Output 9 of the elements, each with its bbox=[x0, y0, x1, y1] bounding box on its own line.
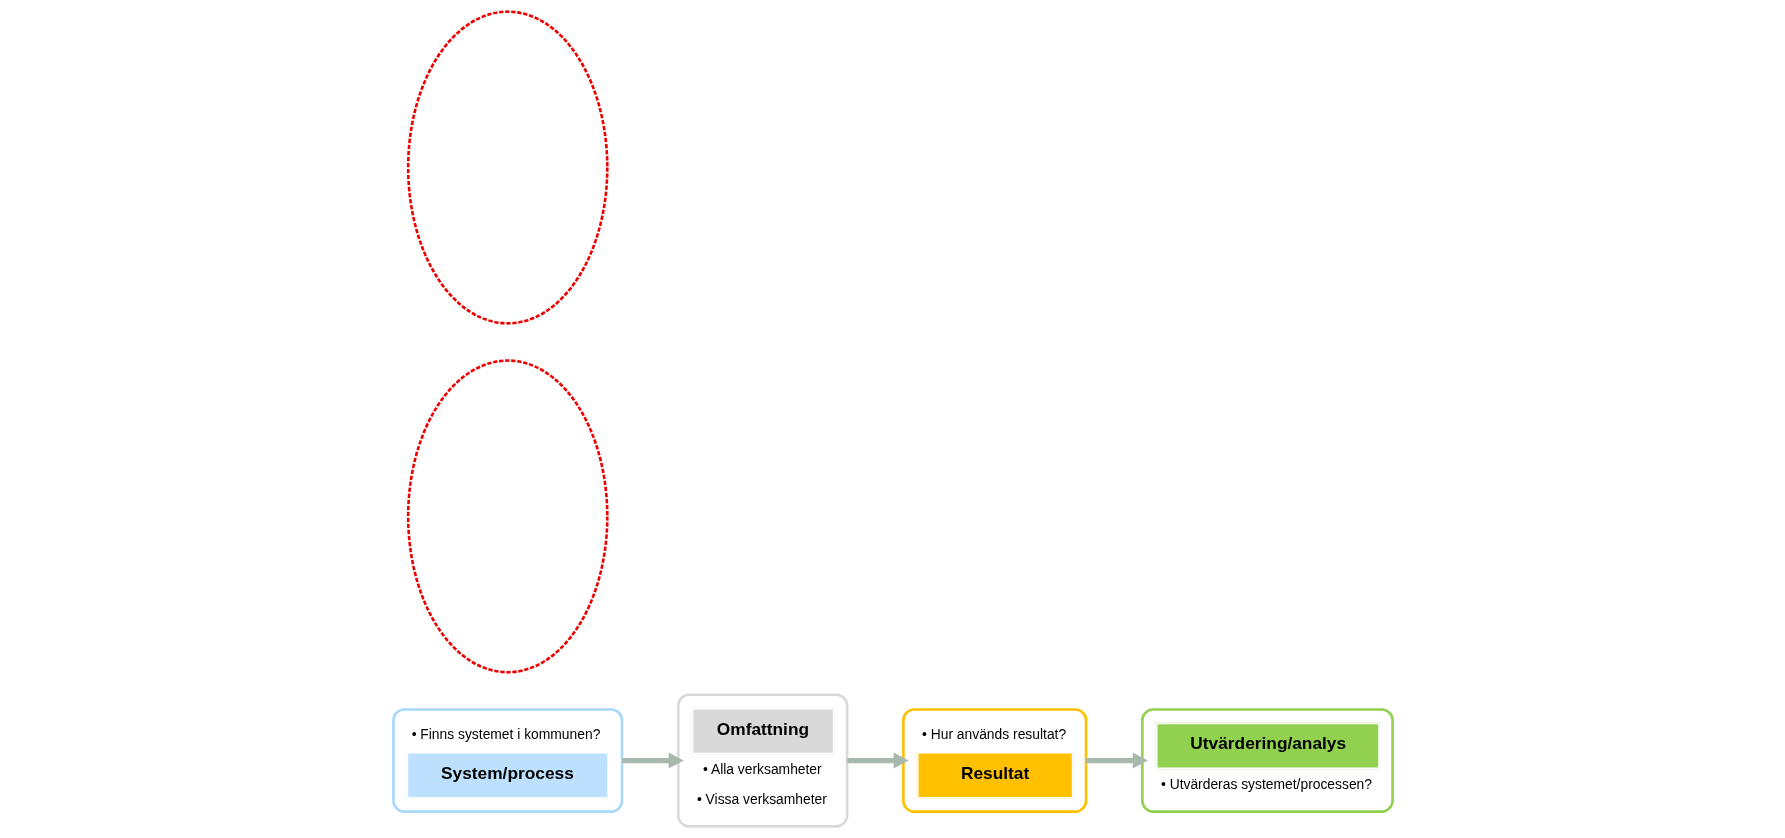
arrow bbox=[1085, 752, 1148, 769]
arrow bbox=[846, 752, 909, 769]
node-ellipse bbox=[406, 359, 609, 674]
node-box: • Finns systemet i kommunen? System/process bbox=[391, 708, 623, 813]
arrow bbox=[621, 752, 684, 769]
node-box: Utvärdering/analys • Utvärderas systemet/processen? bbox=[1140, 708, 1394, 813]
node-ellipse bbox=[406, 10, 609, 325]
node-box: • Hur används resultat? Resultat bbox=[901, 708, 1087, 813]
node-box: Omfattning • Alla verksamheter • Vissa verksamheter bbox=[676, 693, 848, 828]
